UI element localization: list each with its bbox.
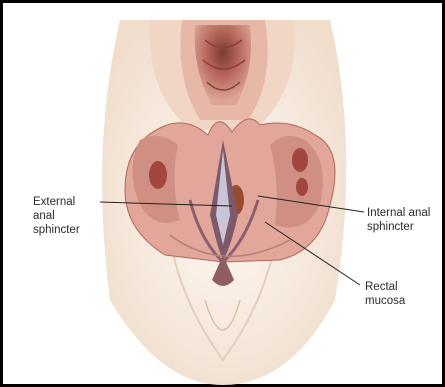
rectal-canal [180,20,267,120]
label-external-anal-sphincter: External anal sphincter [33,195,80,237]
label-rectal-mucosa: Rectal mucosa [365,280,405,308]
label-internal-anal-sphincter: Internal anal sphincter [367,206,430,234]
